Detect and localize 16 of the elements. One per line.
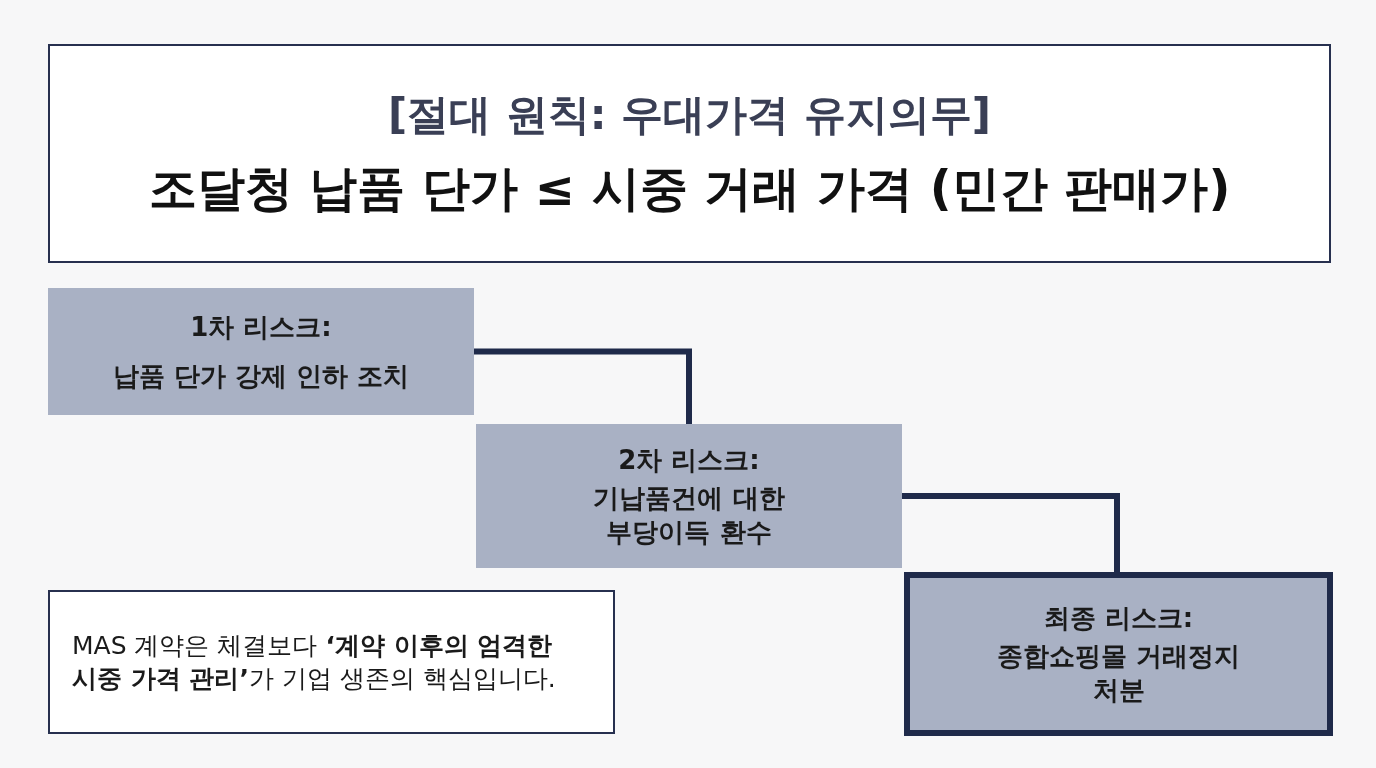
risk-heading: 1차 리스크:: [190, 311, 332, 345]
risk-heading: 최종 리스크:: [1043, 601, 1194, 635]
note-box: [48, 590, 615, 734]
formula-text: 조달청 납품 단가 ≤ 시중 거래 가격 (민간 판매가): [148, 158, 1231, 218]
note-text: MAS 계약은 체결보다 ‘계약 이후의 엄격한 시중 가격 관리’가 기업 생존의 핵심입니다.: [72, 630, 557, 695]
risk-heading: 2차 리스크:: [618, 443, 760, 477]
connector-line: [902, 493, 1120, 572]
risk-description: 종합쇼핑몰 거래정지 처분: [995, 639, 1242, 708]
risk-description: 기납품건에 대한 부당이득 환수: [592, 481, 786, 550]
risk-box: [904, 572, 1333, 736]
connector-line: [474, 348, 692, 424]
title-box: [48, 44, 1331, 263]
risk-description: 납품 단가 강제 인하 조치: [112, 359, 410, 393]
risk-box: [48, 288, 474, 415]
risk-box: [476, 424, 902, 568]
heading: [절대 원칙: 우대가격 유지의무]: [387, 89, 992, 142]
